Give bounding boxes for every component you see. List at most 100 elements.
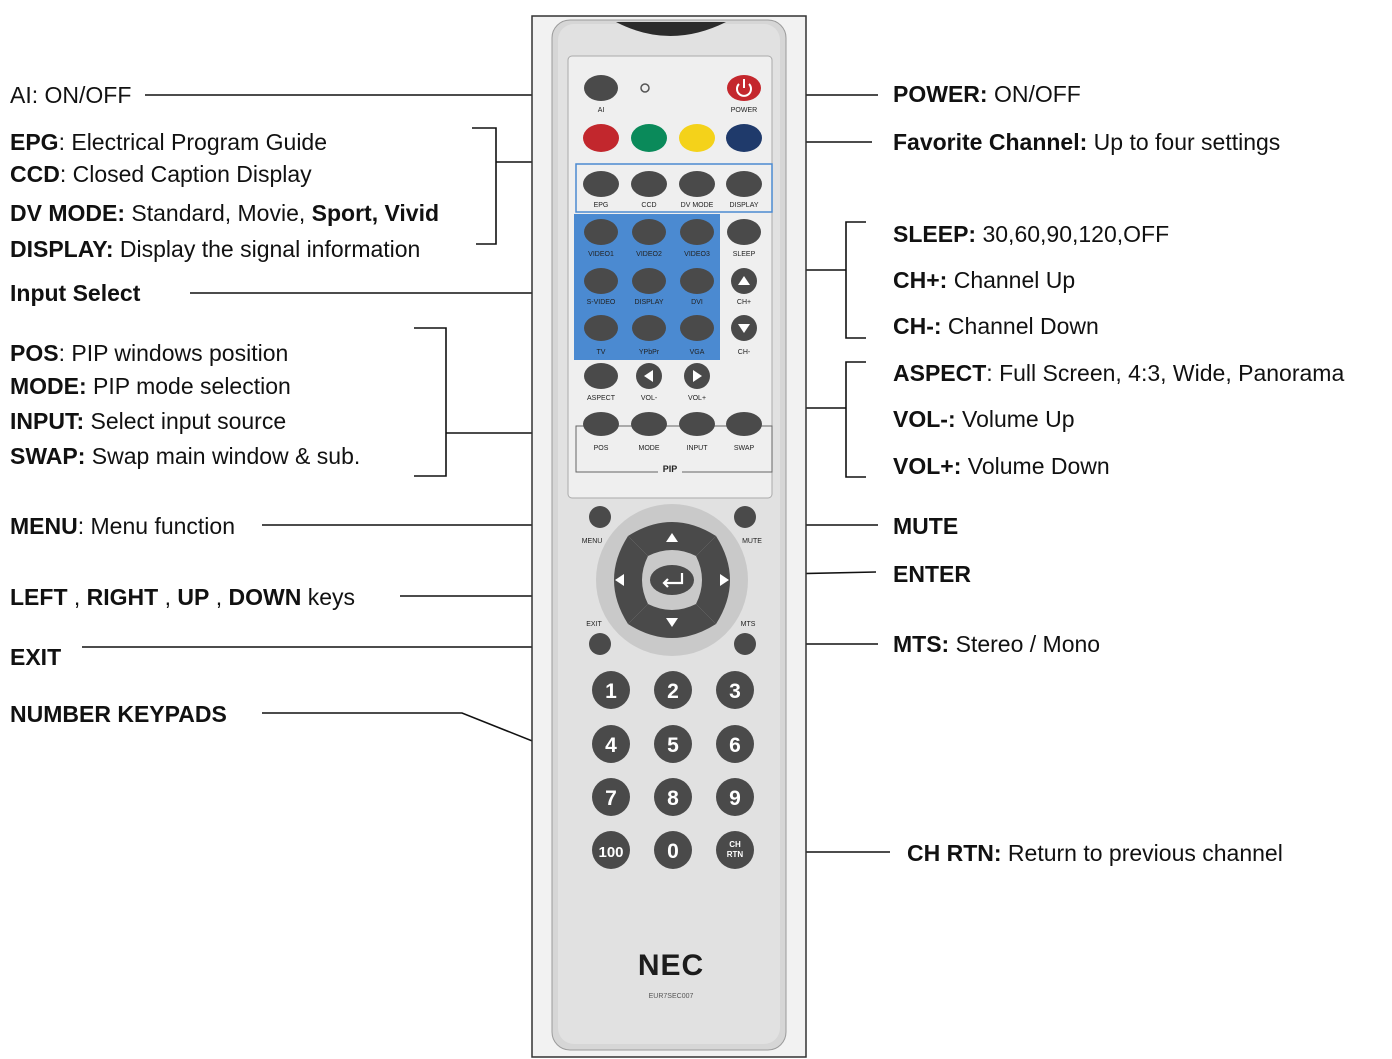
label-vol-minus: VOL-: Volume Up [893, 406, 1075, 432]
dv-mode-button[interactable] [679, 171, 715, 197]
mts-button[interactable] [734, 633, 756, 655]
right-arrow-icon [720, 574, 729, 586]
label-mts: MTS: Stereo / Mono [893, 631, 1101, 657]
enter-icon [662, 573, 684, 588]
input-video2-label: VIDEO2 [636, 251, 662, 258]
number-key-8-label: 8 [667, 787, 679, 810]
number-key-9-label: 9 [729, 787, 741, 810]
up-arrow-icon [666, 533, 678, 542]
ccd-button[interactable] [631, 171, 667, 197]
number-key-0-label: 0 [667, 840, 679, 863]
pip-swap-button[interactable] [726, 412, 762, 436]
number-key-9[interactable] [716, 778, 754, 816]
favorite-red-button[interactable] [583, 124, 619, 152]
display-button[interactable] [726, 171, 762, 197]
number-key-4[interactable] [592, 725, 630, 763]
indicator-led [640, 83, 650, 93]
sleep-label: SLEEP [733, 251, 756, 258]
aspect-label: ASPECT [587, 395, 616, 402]
number-key-4-label: 4 [605, 734, 617, 757]
mute-label: MUTE [742, 538, 762, 545]
mute-button[interactable] [734, 506, 756, 528]
label-power: POWER: ON/OFF [893, 81, 1081, 107]
ch-up-label: CH+ [737, 299, 751, 306]
bracket-sleep [845, 221, 866, 339]
epg-label: EPG [594, 202, 609, 209]
label-arrow-keys: LEFT , RIGHT , UP , DOWN keys [10, 584, 356, 610]
menu-button[interactable] [589, 506, 611, 528]
label-pos: POS: PIP windows position [10, 340, 289, 366]
label-ch-minus: CH-: Channel Down [893, 313, 1099, 339]
ch-down-label: CH- [738, 349, 751, 356]
input-svideo-label: S-VIDEO [587, 299, 616, 306]
pip-swap-label: SWAP [734, 445, 755, 452]
label-aspect: ASPECT: Full Screen, 4:3, Wide, Panorama [893, 360, 1345, 386]
input-ypbpr-button[interactable] [632, 315, 666, 341]
number-key-100[interactable] [592, 831, 630, 869]
input-ypbpr-label: YPbPr [639, 349, 660, 356]
pip-mode-button[interactable] [631, 412, 667, 436]
pip-pos-label: POS [594, 445, 609, 452]
label-ai: AI: ON/OFF [10, 82, 132, 108]
input-display-button[interactable] [632, 268, 666, 294]
label-ccd: CCD: Closed Caption Display [10, 161, 312, 187]
input-tv-label: TV [597, 349, 606, 356]
number-key-8[interactable] [654, 778, 692, 816]
power-button-label: POWER [731, 107, 757, 114]
ch-rtn-button[interactable] [716, 831, 754, 869]
input-video3-button[interactable] [680, 219, 714, 245]
label-menu: MENU: Menu function [10, 513, 235, 539]
ch-up-icon [738, 276, 750, 285]
input-tv-button[interactable] [584, 315, 618, 341]
down-arrow-icon [666, 618, 678, 627]
favorite-yellow-button[interactable] [679, 124, 715, 152]
input-video1-button[interactable] [584, 219, 618, 245]
vol-up-label: VOL+ [688, 395, 706, 402]
number-key-1-label: 1 [605, 680, 617, 703]
label-vol-plus: VOL+: Volume Down [893, 453, 1110, 479]
dpad-right-button[interactable] [696, 536, 730, 624]
favorite-blue-button[interactable] [726, 124, 762, 152]
number-key-5[interactable] [654, 725, 692, 763]
ai-button-label: AI [598, 107, 605, 114]
label-mode: MODE: PIP mode selection [10, 373, 291, 399]
ai-button[interactable] [584, 75, 618, 101]
number-key-7[interactable] [592, 778, 630, 816]
favorite-green-button[interactable] [631, 124, 667, 152]
label-ch-rtn: CH RTN: Return to previous channel [907, 840, 1283, 866]
function-row-frame [575, 163, 773, 213]
label-swap: SWAP: Swap main window & sub. [10, 443, 361, 469]
left-arrow-icon [615, 574, 624, 586]
input-video2-button[interactable] [632, 219, 666, 245]
input-display-label: DISPLAY [634, 299, 663, 306]
number-key-0[interactable] [654, 831, 692, 869]
number-key-1[interactable] [592, 671, 630, 709]
sleep-button[interactable] [727, 219, 761, 245]
number-key-3[interactable] [716, 671, 754, 709]
label-input: INPUT: Select input source [10, 408, 287, 434]
label-exit: EXIT [10, 644, 62, 670]
input-svideo-button[interactable] [584, 268, 618, 294]
dpad-left-button[interactable] [614, 536, 648, 624]
number-key-2[interactable] [654, 671, 692, 709]
label-favorite-channel: Favorite Channel: Up to four settings [893, 129, 1281, 155]
epg-button[interactable] [583, 171, 619, 197]
label-display: DISPLAY: Display the signal information [10, 236, 421, 262]
number-key-5-label: 5 [667, 734, 679, 757]
exit-button[interactable] [589, 633, 611, 655]
pip-pos-button[interactable] [583, 412, 619, 436]
input-vga-button[interactable] [680, 315, 714, 341]
label-number-keypads: NUMBER KEYPADS [10, 701, 227, 727]
ch-rtn-label-line2: RTN [727, 850, 744, 859]
vol-down-icon [644, 370, 653, 382]
pip-caption: PIP [663, 464, 678, 474]
input-dvi-button[interactable] [680, 268, 714, 294]
pip-input-button[interactable] [679, 412, 715, 436]
number-key-6[interactable] [716, 725, 754, 763]
input-vga-label: VGA [690, 349, 705, 356]
power-icon [736, 79, 752, 97]
enter-button[interactable] [650, 565, 694, 595]
aspect-button[interactable] [584, 363, 618, 389]
label-mute: MUTE [893, 513, 959, 539]
